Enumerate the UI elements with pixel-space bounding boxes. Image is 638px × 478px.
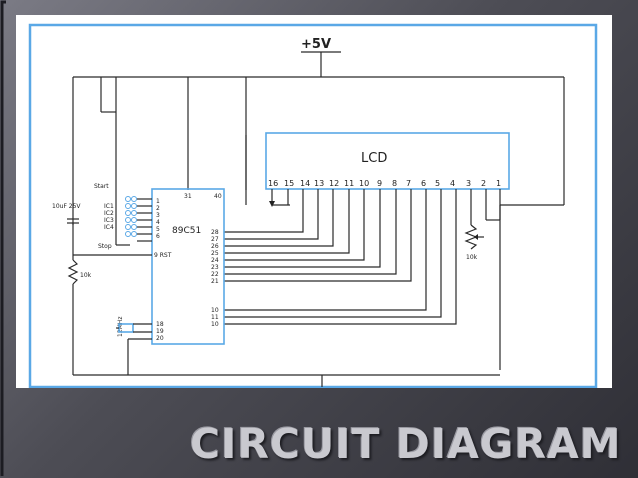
lcd-pin-label: 3 [466,179,471,188]
mcu-pin-label: 24 [211,257,219,264]
lcd-pin-label: 11 [344,179,354,188]
mcu-pin-label: 19 [156,328,164,335]
mcu-pin-label: 10 [211,307,219,314]
mcu-pin-label: 1 [156,198,160,205]
resistor-label: 10k [80,272,92,279]
ic-label: IC3 [104,217,114,224]
ic-label: IC4 [104,224,114,231]
mcu-top-pin: 40 [214,193,222,200]
mcu-pin-label: 6 [156,233,160,240]
pot-label: 10k [466,254,478,261]
mcu-pin-label: 28 [211,229,219,236]
mcu-pin-label: 5 [156,226,160,233]
lcd-pin-label: 10 [359,179,369,188]
lcd-label: LCD [361,151,387,166]
diagram-panel: +5V LCD 16 15 14 13 12 11 10 9 8 7 6 5 4 [16,15,612,388]
lcd-pin-label: 16 [268,179,278,188]
lcd-pin-labels: 16 15 14 13 12 11 10 9 8 7 6 5 4 3 2 1 [268,179,501,188]
mcu-port2-pins: 28 27 26 25 24 23 22 21 [211,229,219,285]
slide-title: CIRCUIT DIAGRAM [190,420,622,468]
mcu-pin-label: 21 [211,278,219,285]
mcu-xtal-pins: 18 19 20 [156,321,164,342]
mcu-pin-label: 27 [211,236,219,243]
lcd-pin-label: 7 [406,179,411,188]
ic-label: IC2 [104,210,114,217]
mcu-pin-label: 20 [156,335,164,342]
mcu-pin-label: 25 [211,250,219,257]
ic-label: IC1 [104,203,114,210]
mcu-pin-label: 4 [156,219,160,226]
start-label: Start [94,183,109,190]
lcd-pin-label: 6 [421,179,426,188]
lcd-data-bus [224,189,457,325]
reset-resistor [67,259,79,285]
lcd-pin-label: 5 [435,179,440,188]
lcd-pin-label: 12 [329,179,339,188]
mcu-top-pin: 31 [184,193,192,200]
mcu-port3-pins: 10 11 10 [211,307,219,328]
schematic-frame [28,23,598,388]
mcu-left-pins: 1 2 3 4 5 6 [156,198,160,240]
lcd-pin-label: 13 [314,179,324,188]
lcd-pin-label: 1 [496,179,501,188]
mcu-pin-label: 10 [211,321,219,328]
lcd-pin-label: 9 [377,179,382,188]
power-label: +5V [301,37,331,52]
circuit-schematic: +5V LCD 16 15 14 13 12 11 10 9 8 7 6 5 4 [28,23,598,388]
switch-contacts [125,196,137,237]
lcd-pin-label: 15 [284,179,294,188]
lcd-pin-label: 14 [300,179,310,188]
mcu-pin-label: 22 [211,271,219,278]
ic-labels: IC1 IC2 IC3 IC4 [104,203,114,231]
lcd-module [265,132,510,190]
mcu-pin-label: 2 [156,205,160,212]
lcd-pin-label: 2 [481,179,486,188]
mcu-pin-label: 18 [156,321,164,328]
lcd-pin-label: 4 [450,179,455,188]
mcu-pin-label: 26 [211,243,219,250]
crystal-label: 12MHz [117,317,124,337]
mcu-pin-label: 3 [156,212,160,219]
mcu-label: 89C51 [172,226,201,236]
lcd-pin-label: 8 [392,179,397,188]
stop-label: Stop [98,243,112,250]
capacitor-label: 10uF 25V [52,203,81,210]
mcu-rst-label: 9 RST [154,252,172,259]
mcu-pin-label: 11 [211,314,219,321]
mcu-pin-label: 23 [211,264,219,271]
mcu-89c51 [151,188,225,345]
